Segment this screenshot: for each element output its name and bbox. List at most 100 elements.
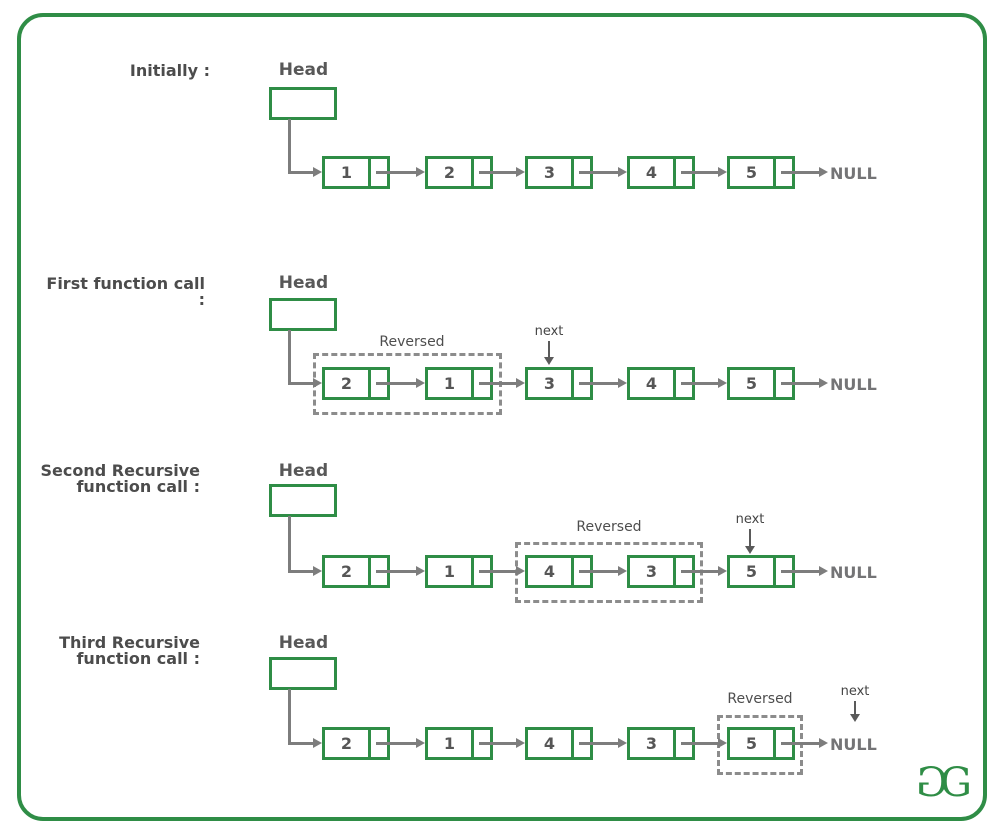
node-link-arrow xyxy=(579,378,627,388)
head-box xyxy=(269,87,337,120)
node-link-arrow xyxy=(781,566,828,576)
list-node: 5 xyxy=(727,727,795,760)
node-pointer-cell xyxy=(571,730,590,757)
node-pointer-cell xyxy=(368,558,387,585)
head-pointer-line xyxy=(288,689,291,745)
head-label: Head xyxy=(278,461,329,481)
node-pointer-cell xyxy=(368,159,387,186)
node-pointer-cell xyxy=(571,159,590,186)
node-link-arrow xyxy=(681,738,727,748)
list-node: 4 xyxy=(627,156,695,189)
node-link-arrow xyxy=(479,167,525,177)
node-link-arrow xyxy=(781,378,828,388)
node-pointer-cell xyxy=(673,370,692,397)
head-pointer-arrow xyxy=(288,566,322,576)
head-pointer-line xyxy=(288,119,291,174)
node-link-arrow xyxy=(681,167,727,177)
reversed-label: Reversed xyxy=(727,691,793,707)
node-value: 1 xyxy=(443,734,456,753)
head-pointer-arrow xyxy=(288,738,322,748)
node-link-arrow xyxy=(781,167,828,177)
node-value: 3 xyxy=(645,562,658,581)
geeksforgeeks-logo: GG xyxy=(898,760,972,806)
node-value: 5 xyxy=(745,374,758,393)
node-pointer-cell xyxy=(773,159,792,186)
node-link-arrow xyxy=(479,566,525,576)
node-value: 1 xyxy=(443,374,456,393)
node-value: 4 xyxy=(645,163,658,182)
node-value: 5 xyxy=(745,163,758,182)
row-label: First function call : xyxy=(46,274,205,309)
head-box xyxy=(269,484,337,517)
node-pointer-cell xyxy=(368,730,387,757)
row-label: Initially : xyxy=(129,61,210,80)
node-link-arrow xyxy=(376,378,425,388)
node-pointer-cell xyxy=(773,558,792,585)
next-arrow xyxy=(745,529,755,554)
node-link-arrow xyxy=(376,566,425,576)
next-label: next xyxy=(735,512,765,527)
node-value: 3 xyxy=(543,163,556,182)
head-label: Head xyxy=(278,60,329,80)
node-pointer-cell xyxy=(673,558,692,585)
node-pointer-cell xyxy=(571,558,590,585)
head-pointer-arrow xyxy=(288,378,322,388)
node-value: 3 xyxy=(645,734,658,753)
node-link-arrow xyxy=(479,738,525,748)
head-pointer-line xyxy=(288,330,291,385)
node-value: 2 xyxy=(340,562,353,581)
node-value: 1 xyxy=(340,163,353,182)
list-node: 3 xyxy=(525,156,593,189)
node-value: 2 xyxy=(340,734,353,753)
row-label: Second Recursive function call : xyxy=(40,461,201,496)
node-pointer-cell xyxy=(368,370,387,397)
diagram-border xyxy=(17,13,987,821)
row-label-line2: function call : xyxy=(76,649,200,668)
row-label: Third Recursive function call : xyxy=(40,635,200,667)
head-label: Head xyxy=(278,633,329,653)
logo-g: G xyxy=(940,760,972,806)
node-value: 3 xyxy=(543,374,556,393)
next-label: next xyxy=(534,324,564,339)
node-pointer-cell xyxy=(471,730,490,757)
reversed-label: Reversed xyxy=(379,334,445,350)
node-link-arrow xyxy=(579,738,627,748)
node-value: 2 xyxy=(443,163,456,182)
node-pointer-cell xyxy=(471,370,490,397)
node-link-arrow xyxy=(681,378,727,388)
row-label-line1: Second Recursive xyxy=(40,461,201,480)
node-pointer-cell xyxy=(673,159,692,186)
head-pointer-line xyxy=(288,516,291,573)
node-value: 5 xyxy=(745,562,758,581)
node-link-arrow xyxy=(681,566,727,576)
node-value: 4 xyxy=(645,374,658,393)
logo-g-mirrored: G xyxy=(916,760,949,806)
node-pointer-cell xyxy=(773,370,792,397)
node-value: 5 xyxy=(745,734,758,753)
node-pointer-cell xyxy=(471,159,490,186)
node-link-arrow xyxy=(781,738,828,748)
null-label: NULL xyxy=(830,164,877,183)
head-pointer-arrow xyxy=(288,167,322,177)
next-label: next xyxy=(840,684,870,699)
row-label-line1: Third Recursive xyxy=(59,633,200,652)
node-value: 2 xyxy=(340,374,353,393)
null-label: NULL xyxy=(830,563,877,582)
null-label: NULL xyxy=(830,735,877,754)
head-box xyxy=(269,657,337,690)
node-value: 4 xyxy=(543,734,556,753)
list-node: 1 xyxy=(425,555,493,588)
node-link-arrow xyxy=(579,167,627,177)
node-pointer-cell xyxy=(673,730,692,757)
next-arrow xyxy=(850,701,860,722)
node-pointer-cell xyxy=(571,370,590,397)
row-label-line2: function call : xyxy=(76,477,200,496)
node-link-arrow xyxy=(579,566,627,576)
node-pointer-cell xyxy=(773,730,792,757)
node-pointer-cell xyxy=(471,558,490,585)
node-link-arrow xyxy=(376,738,425,748)
null-label: NULL xyxy=(830,375,877,394)
head-label: Head xyxy=(278,273,329,293)
node-link-arrow xyxy=(376,167,425,177)
